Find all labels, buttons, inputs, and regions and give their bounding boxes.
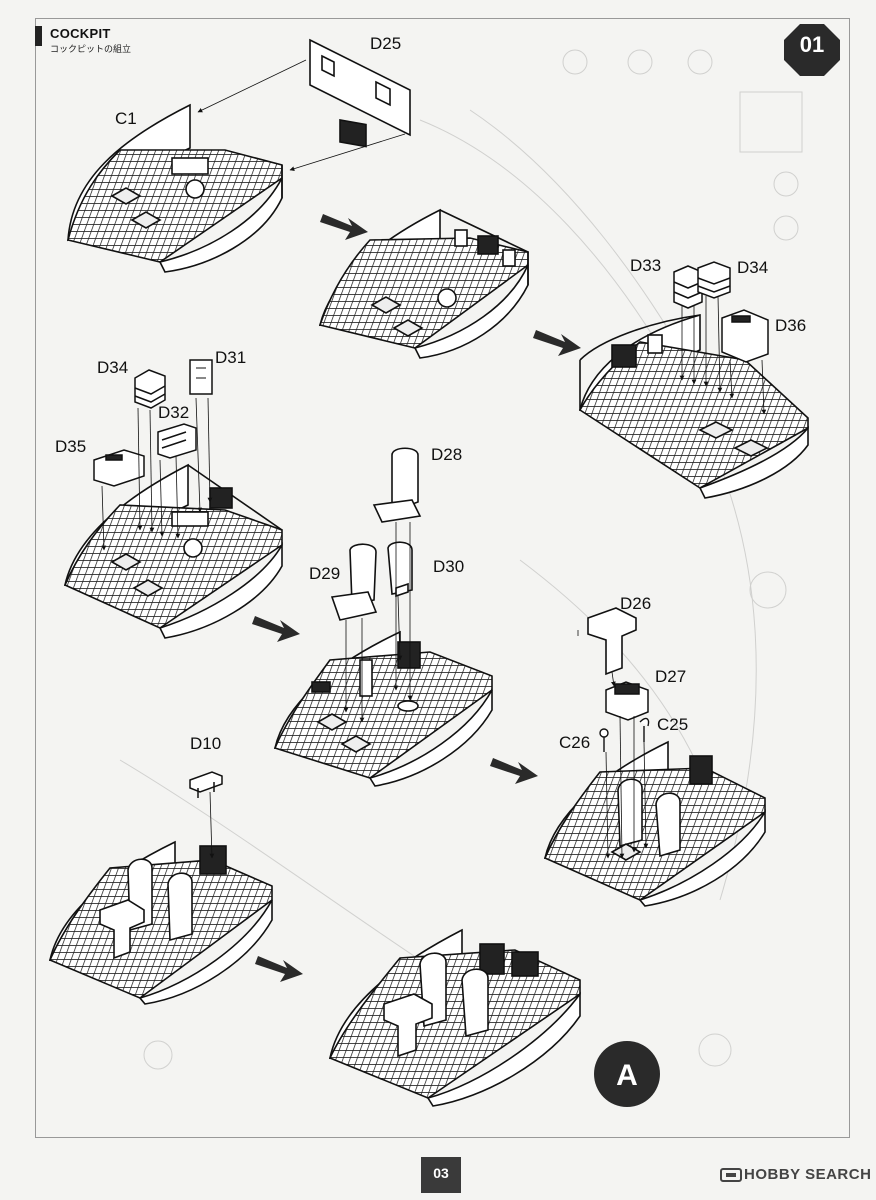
label-d27: D27 [655,667,686,686]
step-arrow-5 [255,956,303,982]
assembly-tub-step4 [63,463,283,639]
part-d36 [721,309,769,363]
label-d26: D26 [620,594,651,613]
step-arrow-1 [320,214,368,240]
guide-line-d25-1 [197,59,307,113]
step-number: 01 [799,32,825,57]
label-d25: D25 [370,34,401,53]
assembly-tub-step3 [578,313,809,499]
part-d31 [189,359,213,395]
subassembly-marker-circle [594,1041,660,1107]
label-d29: D29 [309,564,340,583]
label-d28: D28 [431,445,462,464]
part-d32 [157,423,197,459]
label-c25: C25 [657,715,688,734]
label-d33: D33 [630,256,661,275]
assembly-tub-final [328,928,581,1107]
label-d36: D36 [775,316,806,335]
label-d10: D10 [190,734,221,753]
part-d25-panel [309,38,411,148]
part-d10 [189,771,223,798]
guide-line-d10 [209,791,215,859]
assembly-tub-step5 [273,630,493,787]
part-d28-seat [372,447,422,523]
part-d27 [605,681,649,721]
step-arrow-3 [252,616,300,642]
part-d30-seat [387,541,413,598]
step-arrow-2 [533,330,581,356]
section-subtitle: コックピットの組立 [50,44,132,54]
guide-lines-step4 [101,397,213,551]
part-d29-seat [330,543,378,621]
label-d30: D30 [433,557,464,576]
part-d34-left [134,369,166,409]
part-d35 [93,449,145,487]
hobby-search-logo-icon [720,1168,742,1182]
subassembly-marker-letter: A [616,1059,638,1092]
assembly-tub-step7 [48,840,273,1005]
guide-lines-step5 [343,522,413,723]
label-d31: D31 [215,348,246,367]
label-c1: C1 [115,109,137,128]
assembly-c1-tub [67,103,283,273]
step-badge-octagon [784,24,840,76]
label-c26: C26 [559,733,590,752]
part-c25 [639,717,650,742]
page-number-box [421,1157,461,1193]
label-d32: D32 [158,403,189,422]
guide-line-d25-2 [289,133,406,171]
page-frame [35,18,850,1138]
section-title: COCKPIT [50,26,111,41]
guide-lines-step6 [577,630,649,859]
assembly-tub-step6 [543,740,766,907]
part-d34-top [697,261,731,299]
label-d35: D35 [55,437,86,456]
step-arrow-4 [490,758,538,784]
guide-lines-step3 [679,295,767,415]
label-d34-left: D34 [97,358,128,377]
part-d26 [587,607,637,676]
label-d34-top: D34 [737,258,768,277]
part-c26 [599,728,609,752]
section-marker [35,26,42,46]
page-number: 03 [433,1165,449,1181]
watermark-text: HOBBY SEARCH [744,1166,872,1183]
assembly-tub-step2 [318,208,529,359]
